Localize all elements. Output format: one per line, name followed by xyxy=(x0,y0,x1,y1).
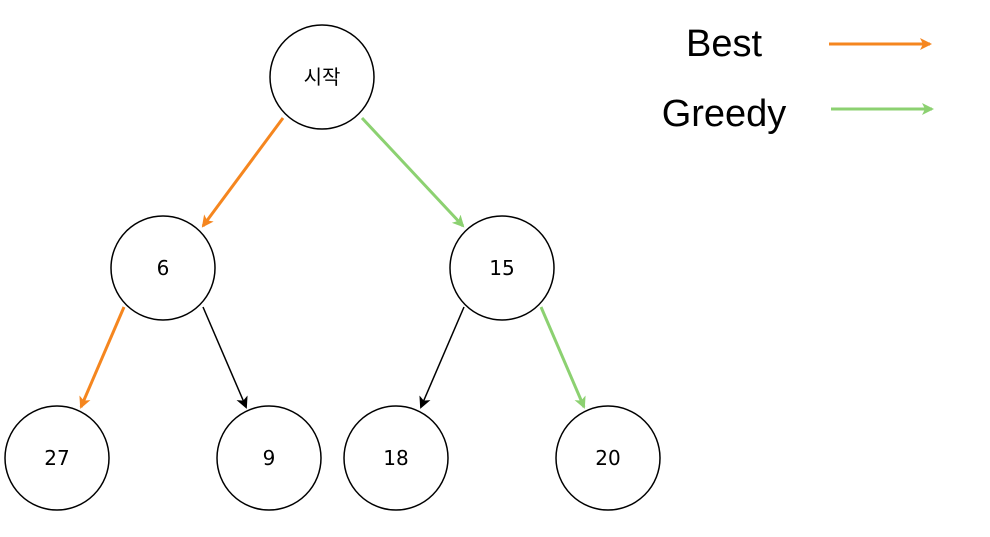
node-9: 9 xyxy=(216,405,322,511)
legend: Best Greedy xyxy=(662,23,934,135)
edge-start-to-15 xyxy=(360,116,465,228)
node-27: 27 xyxy=(4,405,110,511)
node-18: 18 xyxy=(343,405,449,511)
legend-best-label: Best xyxy=(686,23,762,65)
legend-greedy-label: Greedy xyxy=(662,93,787,135)
node-6-label: 6 xyxy=(157,256,170,280)
node-15: 15 xyxy=(449,215,555,321)
edge-15-to-20 xyxy=(539,306,586,409)
edge-15-to-18 xyxy=(419,306,465,409)
node-start: 시작 xyxy=(269,24,375,130)
node-27-label: 27 xyxy=(44,446,69,470)
node-18-label: 18 xyxy=(383,446,408,470)
node-20-label: 20 xyxy=(595,446,620,470)
node-start-label: 시작 xyxy=(304,65,341,89)
node-20: 20 xyxy=(555,405,661,511)
node-6: 6 xyxy=(110,215,216,321)
edge-6-to-27 xyxy=(79,306,126,409)
node-15-label: 15 xyxy=(489,256,514,280)
edge-start-to-6 xyxy=(201,117,285,228)
node-9-label: 9 xyxy=(263,446,276,470)
edge-6-to-9 xyxy=(202,306,248,409)
